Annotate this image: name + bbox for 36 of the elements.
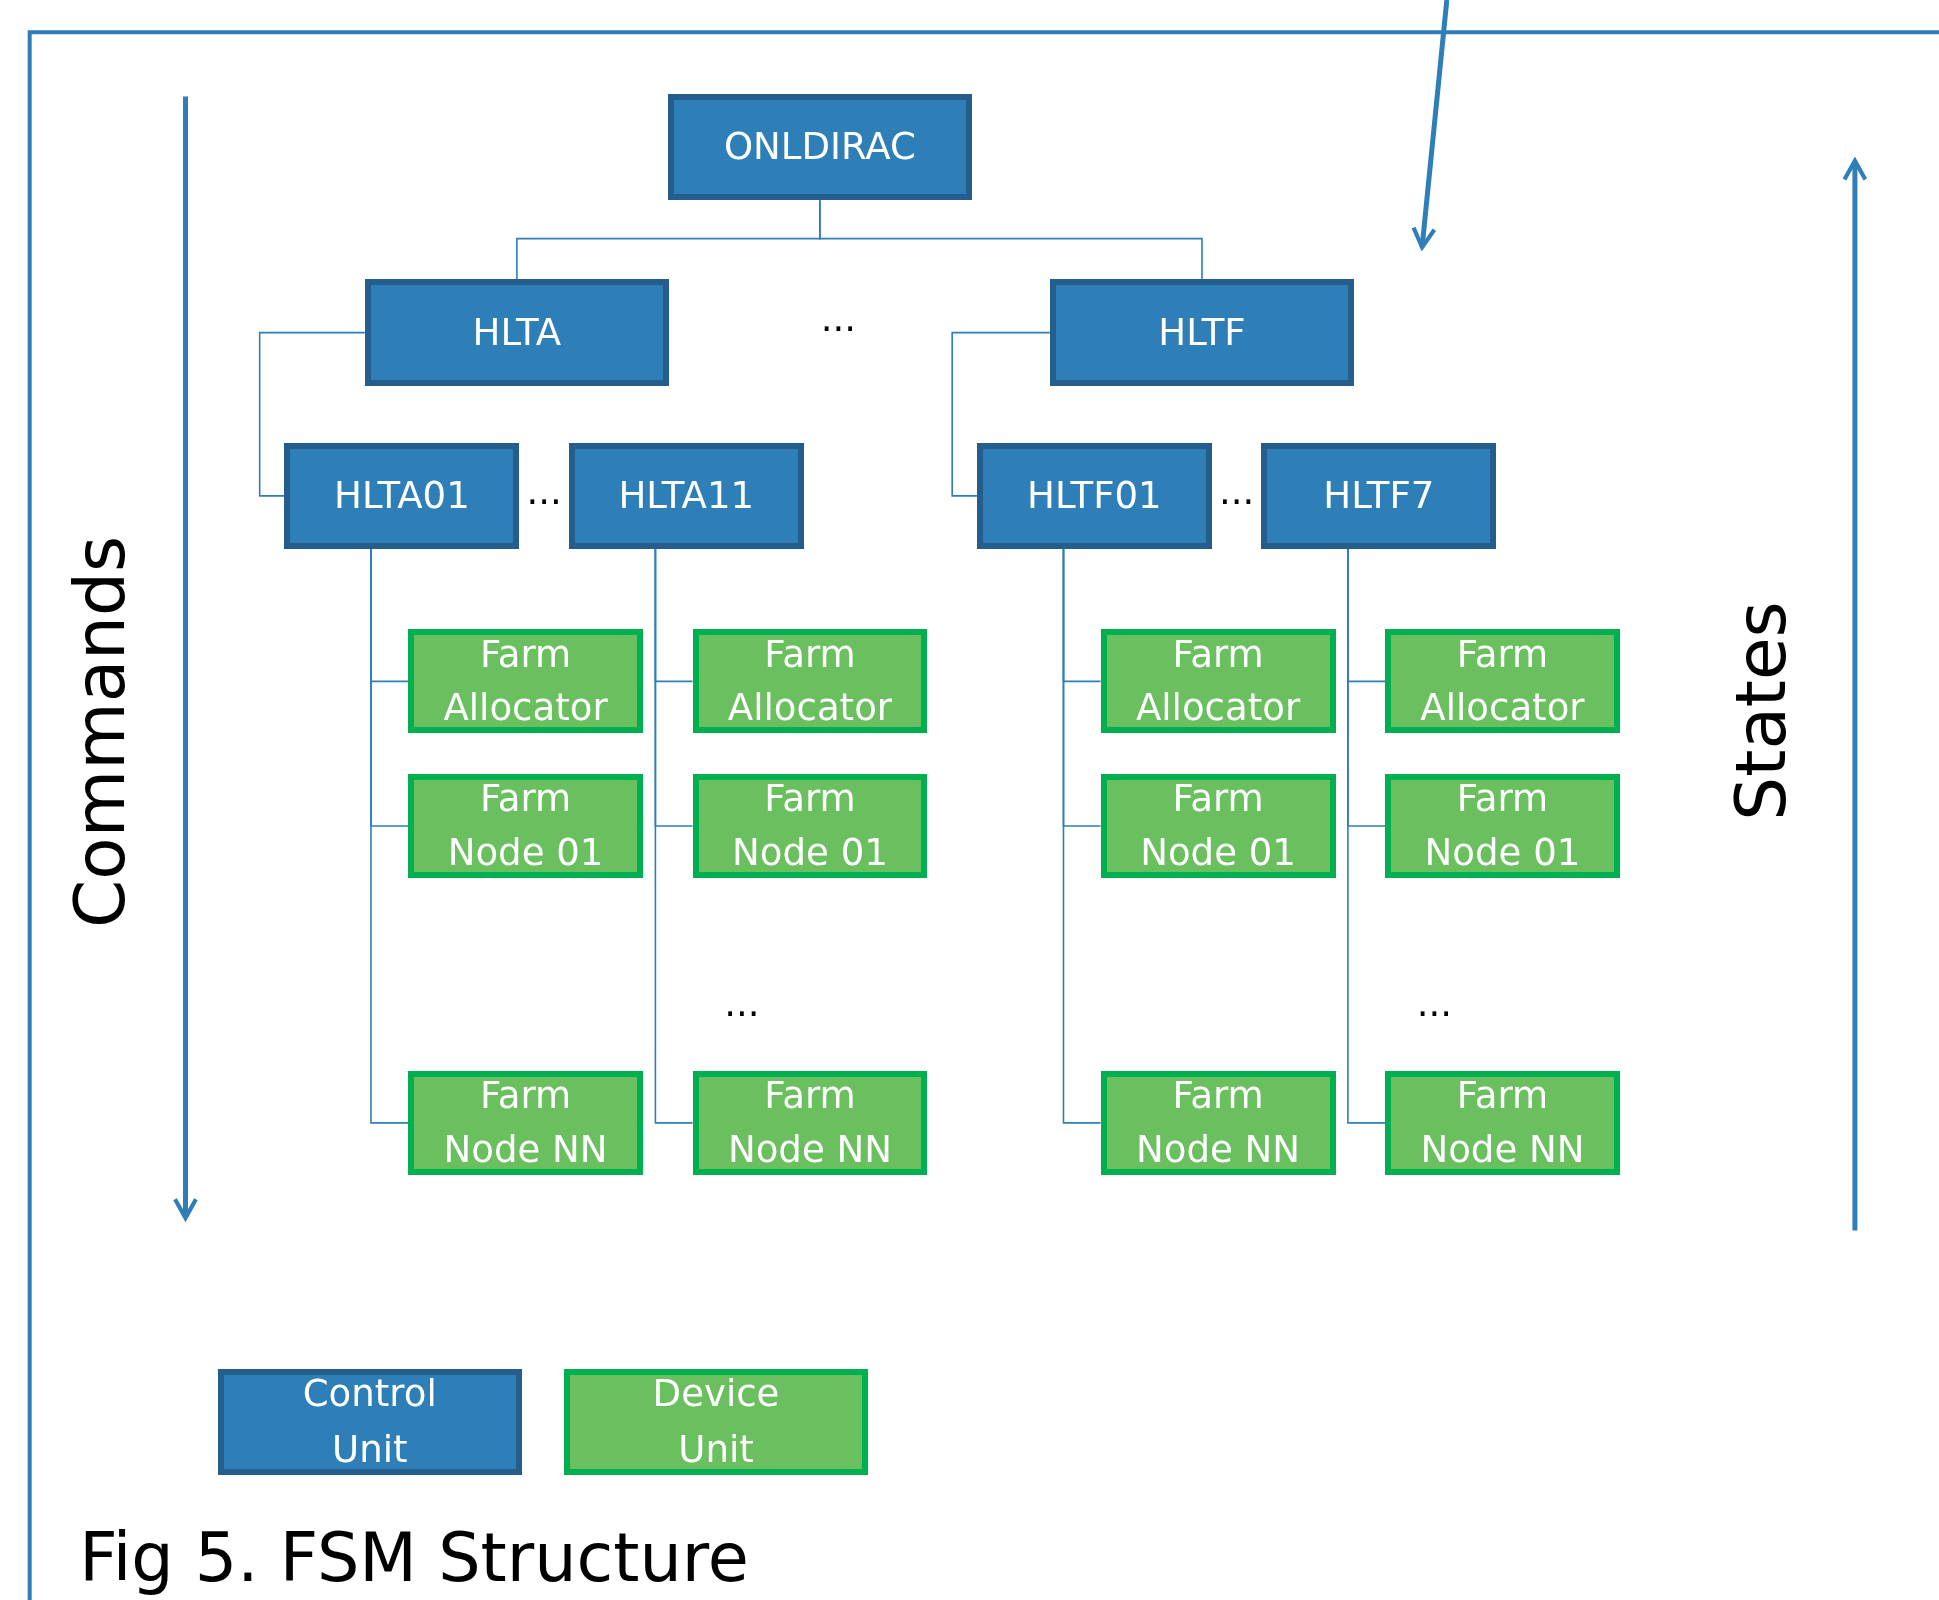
connector-line [951,331,1051,497]
control-unit-box: ONLDIRAC [667,93,972,201]
device-unit-box: Farm Node 01 [1100,774,1336,878]
device-unit-box: Farm Node 01 [1385,774,1620,878]
device-unit-box: Farm Node NN [692,1070,928,1175]
control-unit-box: HLTA11 [568,442,804,550]
device-unit-box: Farm Node 01 [408,774,644,878]
device-unit-box: Farm Node 01 [692,774,928,878]
control-unit-box: HLTF [1049,279,1355,386]
device-unit-box: Farm Node NN [408,1070,644,1175]
connector-line [1062,548,1102,1124]
ellipsis-text: ... [1416,985,1453,1023]
legend-label: Control Unit [301,1371,438,1474]
connector-line [258,331,366,497]
ellipsis-text: ... [820,300,857,338]
device-unit-box: Farm Node NN [1100,1070,1336,1175]
device-unit-box: Farm Allocator [408,629,644,734]
device-unit-box: Farm Allocator [692,629,928,734]
legend-label: Device Unit [651,1371,781,1474]
ellipsis-text: ... [724,985,760,1023]
direction-label: Commands [66,536,136,929]
connector-line [370,548,409,1124]
ellipsis-text: ... [1218,473,1255,511]
ellipsis-text: ... [526,473,562,511]
control-unit-box: HLTF7 [1261,442,1497,550]
control-unit-box: HLTA01 [284,442,520,550]
device-unit-box: Farm Allocator [1100,629,1336,734]
connector-line [654,548,694,1124]
connector-line [1347,548,1386,1124]
caption: Fig 5. FSM Structure [79,1518,749,1597]
connector-line [819,199,1203,281]
control-unit-box: HLTF01 [976,442,1212,550]
direction-label: States [1727,601,1797,821]
device-unit-box: Farm Node NN [1385,1070,1620,1175]
device-unit-box: Farm Allocator [1385,629,1620,734]
control-unit-box: HLTA [364,279,669,386]
